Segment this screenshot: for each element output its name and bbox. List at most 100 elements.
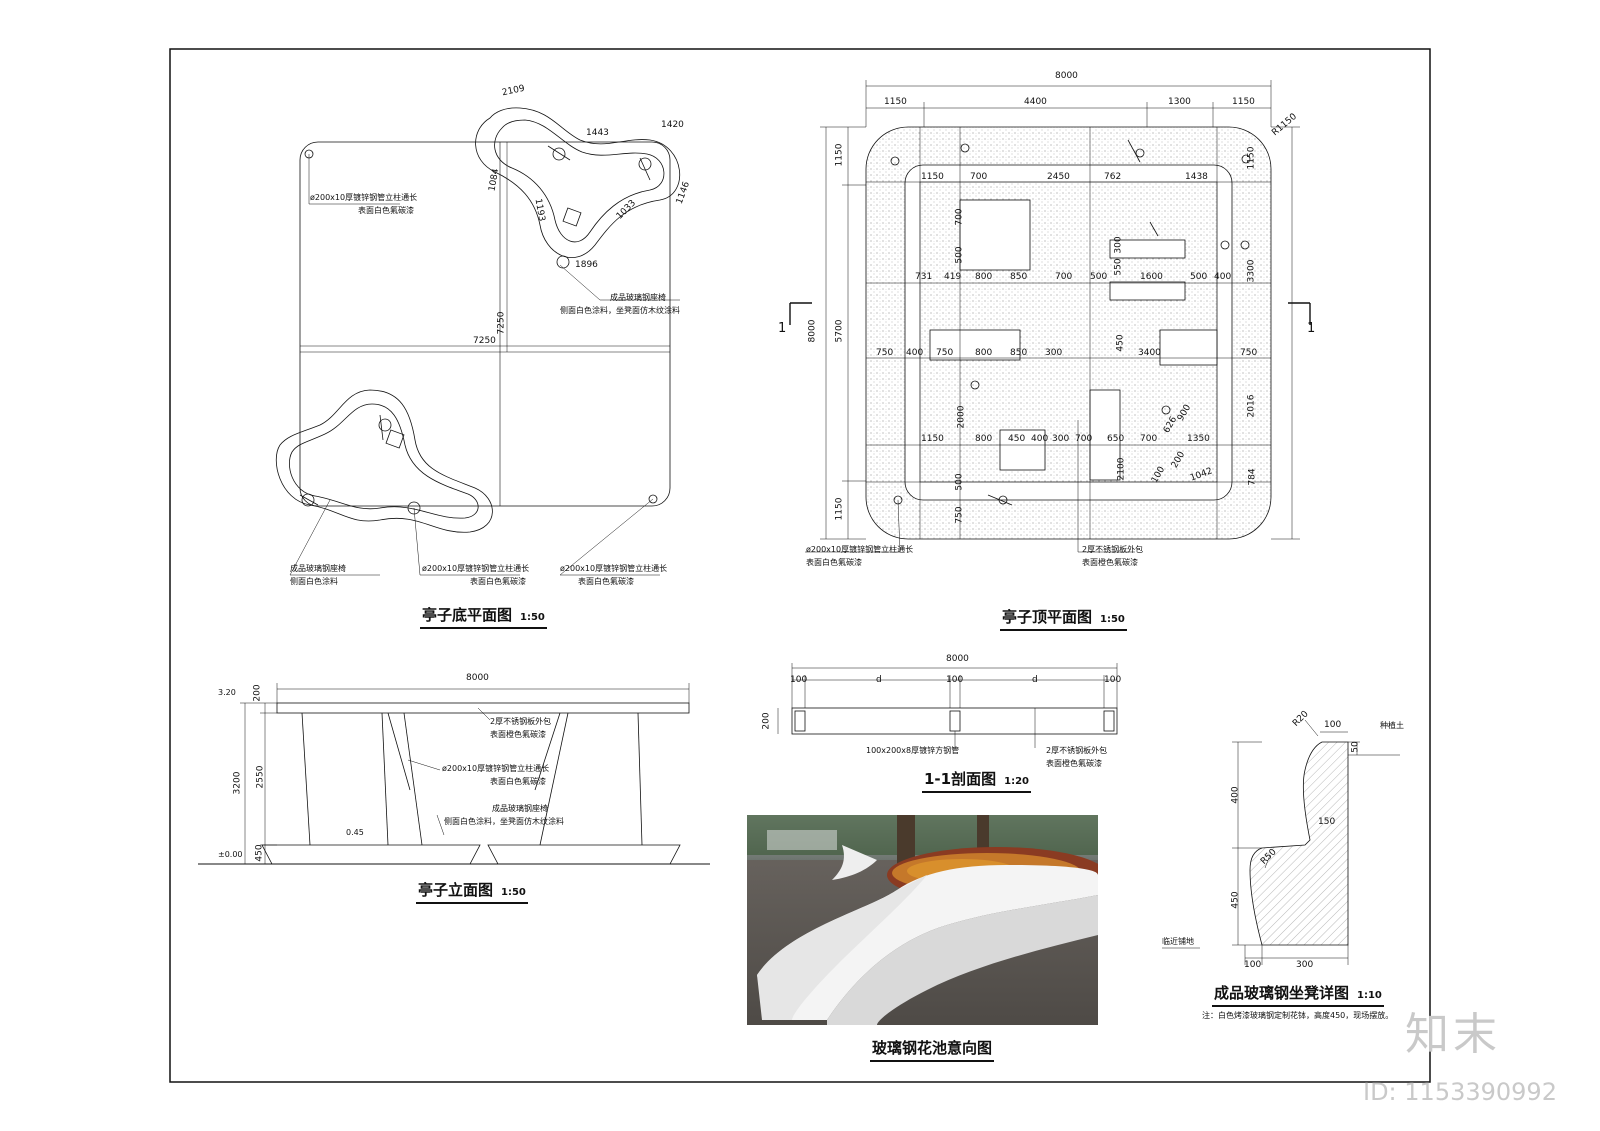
bench-dim-400: 400	[1230, 786, 1241, 804]
bench-label-soil: 种植土	[1380, 721, 1404, 730]
roof-inner-dim: 2100	[1116, 457, 1127, 481]
roof-dim-top-4: 1150	[1232, 97, 1255, 107]
roof-dim-left-2: 5700	[834, 319, 845, 343]
roof-plan-drawing	[789, 80, 1311, 553]
base-dim-1420: 1420	[661, 120, 684, 130]
roof-inner-dim: 1600	[1140, 272, 1163, 282]
roof-inner-dim: 1150	[921, 434, 944, 444]
roof-dim-left-3: 1150	[834, 497, 845, 521]
roof-inner-dim: 2000	[956, 405, 967, 429]
roof-dim-total-left: 8000	[807, 319, 818, 343]
elev-level-top: 3.20	[218, 688, 236, 697]
roof-dim-right-4: 784	[1247, 468, 1258, 486]
section-dim-8000: 8000	[946, 654, 969, 664]
roof-inner-dim: 731	[915, 272, 933, 282]
elev-note-column: ø200x10厚镀锌钢管立柱通长 表面白色氟碳漆	[442, 764, 550, 786]
base-note-column-2: ø200x10厚镀锌钢管立柱通长 表面白色氟碳漆	[422, 564, 530, 586]
roof-inner-dim: 700	[1140, 434, 1158, 444]
bench-dim-100-top: 100	[1324, 720, 1342, 730]
elev-level-bench: 0.45	[346, 828, 364, 837]
watermark-id: ID: 1153390992	[1363, 1078, 1557, 1106]
roof-inner-dim: 762	[1104, 172, 1122, 182]
roof-inner-dim: 700	[954, 208, 965, 226]
roof-inner-dim: 400	[906, 348, 924, 358]
roof-inner-dim: 650	[1107, 434, 1125, 444]
roof-inner-dim: 500	[1090, 272, 1108, 282]
roof-inner-dim: 1150	[921, 172, 944, 182]
roof-inner-dim: 700	[1055, 272, 1073, 282]
bench-label-paving: 临近铺地	[1162, 937, 1194, 946]
roof-inner-dim: 750	[936, 348, 954, 358]
base-note-column-1: ø200x10厚镀锌钢管立柱通长 表面白色氟碳漆	[310, 193, 418, 215]
roof-dim-right-3: 2016	[1246, 394, 1257, 418]
bench-dim-450: 450	[1230, 891, 1241, 909]
roof-inner-dim: 450	[1115, 334, 1126, 352]
elev-dim-3200: 3200	[232, 771, 243, 795]
roof-dim-top-2: 4400	[1024, 97, 1047, 107]
roof-inner-dim: 750	[1240, 348, 1258, 358]
section-dim-100-b: 100	[946, 675, 964, 685]
roof-dim-total-top: 8000	[1055, 71, 1078, 81]
roof-inner-dim: 700	[1075, 434, 1093, 444]
roof-inner-dim: 500	[954, 246, 965, 264]
section-drawing	[777, 663, 1118, 748]
roof-note-column: ø200x10厚镀锌钢管立柱通长 表面白色氟碳漆	[806, 545, 914, 567]
bench-dim-50: 50	[1350, 741, 1361, 753]
roof-inner-dim: 850	[1010, 348, 1028, 358]
roof-inner-dim: 1350	[1187, 434, 1210, 444]
sheet-border	[169, 48, 1431, 1083]
roof-inner-dim: 800	[975, 434, 993, 444]
elev-dim-8000: 8000	[466, 673, 489, 683]
roof-inner-dim: 300	[1052, 434, 1070, 444]
roof-inner-dim: 850	[1010, 272, 1028, 282]
elev-note-steel-plate: 2厚不锈钢板外包 表面橙色氟碳漆	[490, 717, 552, 739]
roof-dim-right-2: 3300	[1246, 259, 1257, 283]
base-note-column-3: ø200x10厚镀锌钢管立柱通长 表面白色氟碳漆	[560, 564, 668, 586]
base-dim-7250-h: 7250	[473, 336, 496, 346]
section-dim-100-c: 100	[1104, 675, 1122, 685]
roof-inner-dim: 400	[1214, 272, 1232, 282]
roof-inner-dim: 750	[876, 348, 894, 358]
bench-detail-drawing	[1162, 719, 1400, 965]
roof-inner-dim: 419	[944, 272, 962, 282]
roof-inner-dim: 500	[1190, 272, 1208, 282]
section-dim-200: 200	[761, 712, 772, 730]
section-mark-right: 1	[1307, 321, 1316, 336]
base-note-bench-1: 成品玻璃钢座椅 侧面白色涂料，坐凳面仿木纹涂料	[560, 293, 680, 315]
bench-dim-300: 300	[1296, 960, 1314, 970]
base-dim-1896: 1896	[575, 260, 598, 270]
base-note-bench-2: 成品玻璃钢座椅 侧面白色涂料	[290, 564, 346, 586]
roof-inner-dim: 3400	[1138, 348, 1161, 358]
bench-dim-150: 150	[1318, 817, 1336, 827]
elevation-drawing	[198, 683, 710, 865]
roof-inner-dim: 300	[1113, 236, 1124, 254]
elev-dim-450: 450	[254, 844, 265, 862]
elev-level-ground: ±0.00	[218, 850, 243, 859]
roof-dim-left-1: 1150	[834, 143, 845, 167]
roof-inner-dim: 700	[970, 172, 988, 182]
bench-dim-100-bottom: 100	[1244, 960, 1262, 970]
roof-note-steel-plate: 2厚不锈钢板外包 表面橙色氟碳漆	[1082, 545, 1144, 567]
roof-inner-dim: 500	[954, 473, 965, 491]
base-dim-7250-v: 7250	[496, 311, 507, 335]
roof-inner-dim: 300	[1045, 348, 1063, 358]
photo-title: 玻璃钢花池意向图	[870, 1037, 995, 1062]
base-plan-drawing	[276, 107, 681, 576]
roof-inner-dim: 450	[1008, 434, 1026, 444]
section-mark-left: 1	[778, 321, 787, 336]
watermark-logo: 知末	[1405, 1009, 1501, 1060]
roof-inner-dim: 2450	[1047, 172, 1070, 182]
roof-inner-dim: 800	[975, 272, 993, 282]
section-dim-d-a: d	[876, 675, 882, 685]
roof-inner-dim: 800	[975, 348, 993, 358]
roof-dim-top-3: 1300	[1168, 97, 1191, 107]
section-note-plate: 2厚不锈钢板外包 表面橙色氟碳漆	[1046, 746, 1108, 768]
planter-reference-photo	[747, 815, 1098, 1025]
roof-dim-top-1: 1150	[884, 97, 907, 107]
